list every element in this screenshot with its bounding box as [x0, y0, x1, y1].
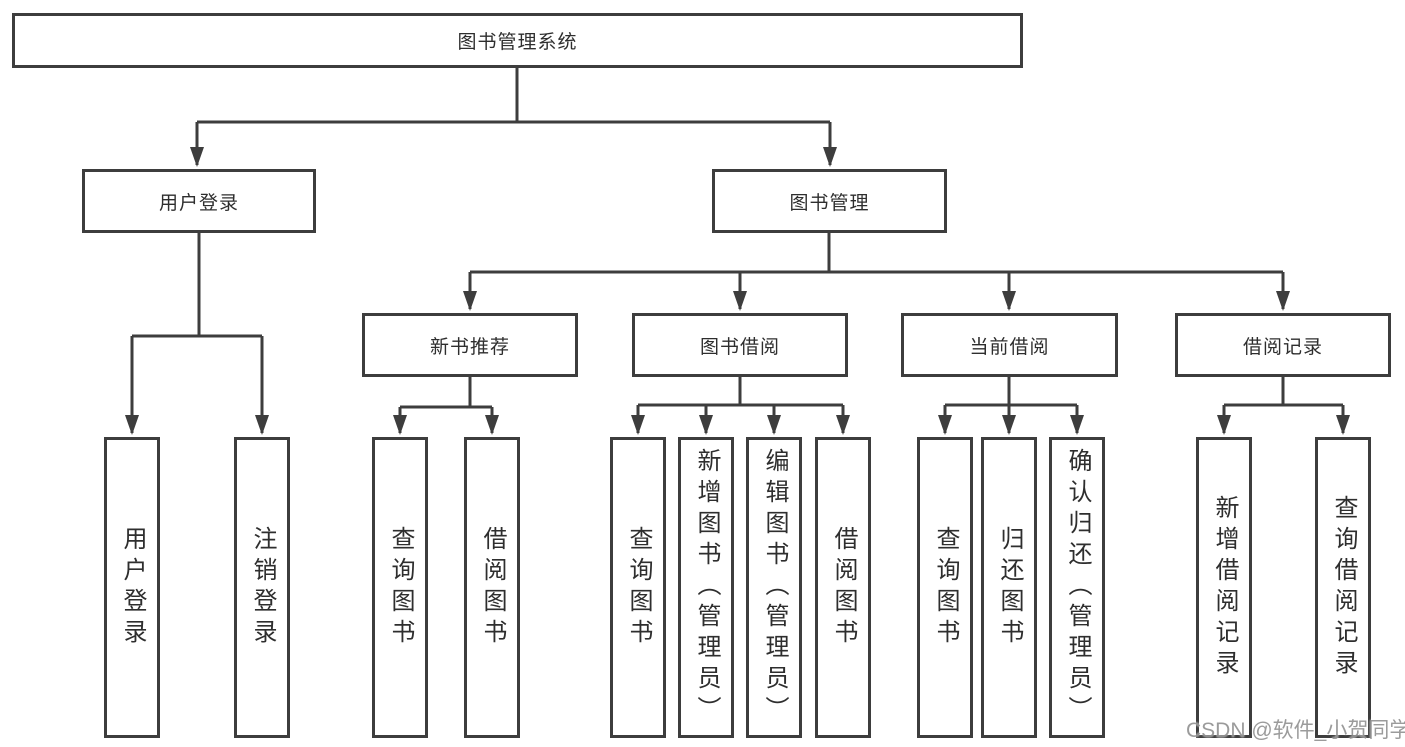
leaf-confirm-return-admin: 确认归还（管理员）: [1049, 437, 1105, 738]
node-label: 查询借阅记录: [1330, 494, 1357, 681]
node-label: 查询图书: [387, 525, 414, 650]
node-user-login: 用户登录: [82, 169, 316, 233]
node-borrowing-records: 借阅记录: [1175, 313, 1391, 377]
node-book-management: 图书管理: [712, 169, 947, 233]
node-label: 归还图书: [996, 525, 1023, 650]
node-label: 注销登录: [249, 525, 276, 650]
node-book-borrowing: 图书借阅: [632, 313, 848, 377]
leaf-return-books: 归还图书: [981, 437, 1037, 738]
leaf-borrow-books-2: 借阅图书: [815, 437, 871, 738]
node-label: 新书推荐: [429, 336, 510, 358]
csdn-watermark: CSDN @软件_小贺同学: [1186, 719, 1405, 742]
node-label: 图书管理系统: [457, 32, 578, 53]
node-current-borrowing: 当前借阅: [901, 313, 1118, 377]
node-label: 编辑图书（管理员）: [761, 448, 788, 727]
node-new-book-recommendation: 新书推荐: [362, 313, 578, 377]
node-label: 确认归还（管理员）: [1064, 448, 1091, 727]
node-label: 借阅图书: [830, 525, 857, 650]
leaf-query-books-3: 查询图书: [917, 437, 973, 738]
leaf-logout: 注销登录: [234, 437, 290, 738]
node-label: 新增借阅记录: [1211, 494, 1238, 681]
leaf-edit-books-admin: 编辑图书（管理员）: [746, 437, 802, 738]
node-label: 用户登录: [158, 192, 239, 214]
node-label: 当前借阅: [969, 336, 1050, 358]
leaf-borrow-books: 借阅图书: [464, 437, 520, 738]
node-label: 用户登录: [119, 525, 146, 650]
node-library-management-system: 图书管理系统: [12, 13, 1023, 68]
node-label: 图书借阅: [699, 336, 780, 358]
leaf-user-login: 用户登录: [104, 437, 160, 738]
leaf-add-books-admin: 新增图书（管理员）: [678, 437, 734, 738]
node-label: 借阅记录: [1242, 336, 1323, 358]
node-label: 新增图书（管理员）: [693, 448, 720, 727]
leaf-query-borrow-record: 查询借阅记录: [1315, 437, 1371, 738]
node-label: 查询图书: [932, 525, 959, 650]
leaf-add-borrow-record: 新增借阅记录: [1196, 437, 1252, 738]
leaf-query-books: 查询图书: [372, 437, 428, 738]
node-label: 图书管理: [789, 192, 870, 214]
leaf-query-books-2: 查询图书: [610, 437, 666, 738]
node-label: 查询图书: [625, 525, 652, 650]
node-label: 借阅图书: [479, 525, 506, 650]
